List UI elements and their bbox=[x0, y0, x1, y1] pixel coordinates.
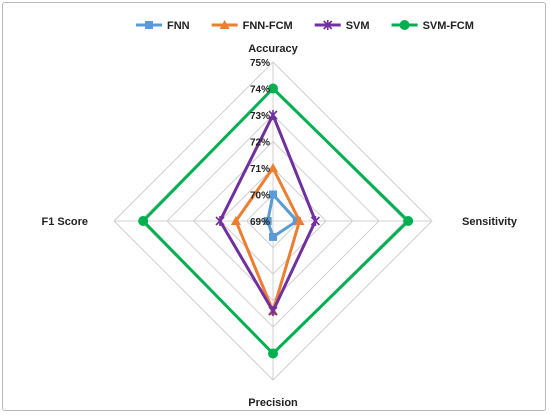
legend-item: FNN bbox=[136, 20, 190, 32]
series-line bbox=[234, 165, 302, 316]
radar-series bbox=[138, 83, 414, 359]
data-point bbox=[219, 20, 230, 29]
data-point bbox=[269, 232, 277, 241]
legend-label: SVM bbox=[346, 20, 370, 32]
data-point bbox=[294, 216, 305, 225]
chart-frame bbox=[2, 2, 546, 411]
data-point bbox=[268, 306, 278, 317]
radar-grid bbox=[113, 61, 433, 381]
tick-label: 73% bbox=[250, 111, 270, 122]
data-point bbox=[215, 216, 225, 226]
data-point bbox=[145, 21, 153, 29]
data-point bbox=[230, 216, 241, 225]
series-svm bbox=[215, 110, 320, 317]
axis-label-f1-score: F1 Score bbox=[42, 216, 88, 228]
series-svm-fcm bbox=[138, 83, 414, 359]
chart-legend: FNN FNN-FCM SVM SVM-FCM bbox=[136, 20, 474, 32]
data-point bbox=[138, 216, 149, 226]
legend-label: FNN bbox=[167, 20, 190, 32]
tick-label: 74% bbox=[250, 85, 270, 96]
axis-label-accuracy: Accuracy bbox=[248, 43, 298, 55]
data-point bbox=[268, 83, 278, 94]
tick-label: 71% bbox=[250, 164, 270, 175]
data-point bbox=[403, 216, 414, 226]
tick-label: 72% bbox=[250, 138, 270, 149]
data-point bbox=[399, 20, 410, 30]
series-fnn-fcm bbox=[230, 163, 305, 316]
series-line bbox=[266, 191, 300, 240]
legend-item: SVM-FCM bbox=[391, 20, 474, 32]
data-point bbox=[310, 216, 320, 226]
tick-label: 69% bbox=[250, 217, 270, 228]
data-point bbox=[268, 348, 278, 359]
axis-label-sensitivity: Sensitivity bbox=[462, 216, 518, 228]
data-point bbox=[268, 163, 278, 172]
legend-item: FNN-FCM bbox=[211, 20, 293, 32]
data-point bbox=[263, 217, 272, 225]
tick-label: 70% bbox=[250, 191, 270, 202]
tick-label: 75% bbox=[250, 58, 270, 69]
legend-label: FNN-FCM bbox=[243, 20, 293, 32]
legend-label: SVM-FCM bbox=[423, 20, 474, 32]
legend-item: SVM bbox=[314, 20, 370, 32]
data-point bbox=[323, 20, 333, 30]
data-point bbox=[268, 110, 278, 120]
axis-label-precision: Precision bbox=[248, 397, 298, 409]
data-point bbox=[269, 190, 277, 199]
radar-ticks: 69% 70% 71% 72% 73% 74% 75% bbox=[250, 58, 270, 228]
